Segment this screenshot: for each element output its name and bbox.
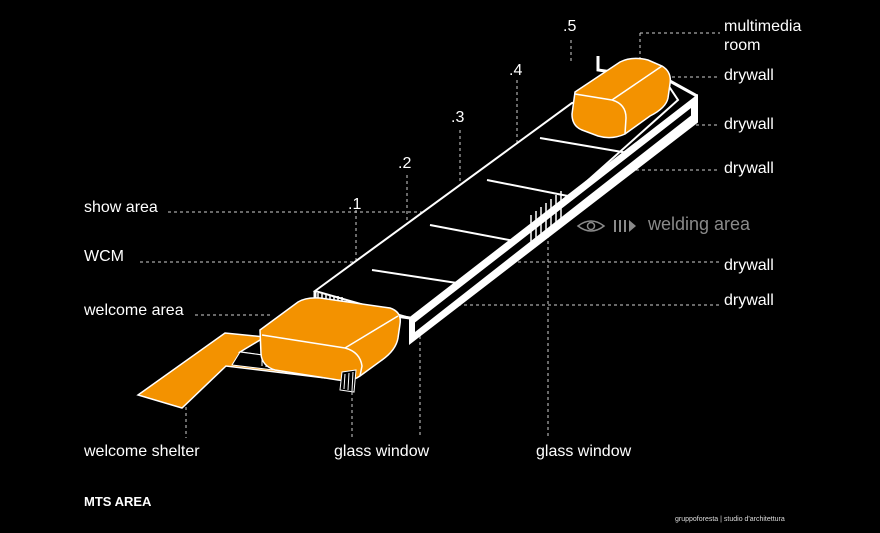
- credit-text: gruppoforesta | studio d'architettura: [675, 516, 785, 523]
- label-drywall-1: drywall: [724, 67, 774, 84]
- glass-window-slats: [530, 191, 562, 245]
- multimedia-room-box: [571, 57, 672, 139]
- label-show-area: show area: [84, 199, 158, 216]
- eye-icon: [576, 220, 606, 232]
- section-number-2: .2: [398, 155, 412, 172]
- label-multimedia-room-line2: room: [724, 37, 761, 54]
- label-drywall-3: drywall: [724, 160, 774, 177]
- section-number-1: .1: [348, 196, 362, 213]
- label-welding-area: welding area: [648, 214, 751, 234]
- label-welcome-shelter: welcome shelter: [84, 443, 200, 460]
- arrow-stripes-icon: [614, 220, 636, 232]
- welcome-area-box: [259, 297, 402, 393]
- section-number-3: .3: [451, 109, 465, 126]
- label-glass-window-2: glass window: [536, 443, 632, 460]
- label-drywall-4: drywall: [724, 257, 774, 274]
- label-welcome-area: welcome area: [84, 302, 184, 319]
- label-wcm: WCM: [84, 248, 124, 265]
- drywall-side: [409, 93, 698, 346]
- label-glass-window-1: glass window: [334, 443, 430, 460]
- section-number-5: .5: [563, 18, 577, 35]
- label-multimedia-room-line1: multimedia: [724, 18, 802, 35]
- label-drywall-5: drywall: [724, 292, 774, 309]
- diagram-title: MTS AREA: [84, 494, 152, 509]
- label-drywall-2: drywall: [724, 116, 774, 133]
- section-number-4: .4: [509, 62, 523, 79]
